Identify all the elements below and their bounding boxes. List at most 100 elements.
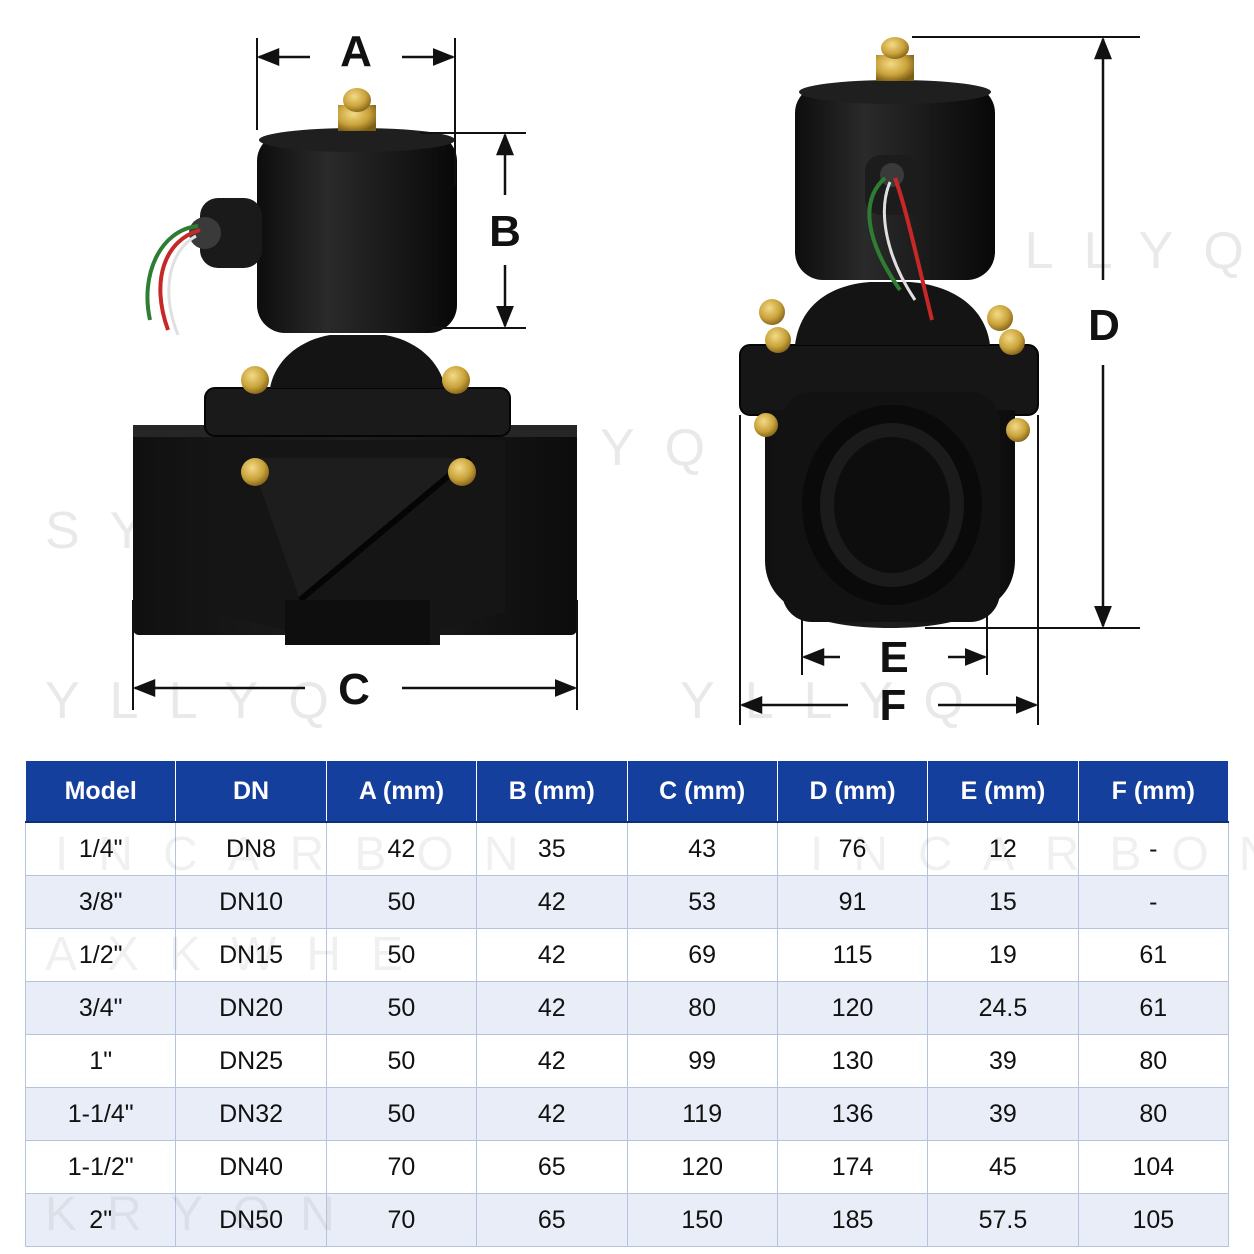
table-cell: 1/2" <box>24 928 177 982</box>
table-cell: 130 <box>776 1034 929 1088</box>
table-cell: 80 <box>1077 1087 1230 1141</box>
watermark: YQ <box>600 419 735 477</box>
table-cell: DN20 <box>175 981 327 1035</box>
table-cell: 15 <box>927 875 1079 929</box>
watermark: YLLYQ <box>45 672 359 730</box>
dimension-label-f: F <box>880 681 907 730</box>
table-cell: 42 <box>476 928 628 982</box>
table-cell: 69 <box>626 928 778 982</box>
table-cell: 104 <box>1077 1140 1230 1194</box>
dimension-e: E <box>801 560 988 682</box>
dimension-label-e: E <box>879 633 908 682</box>
table-cell: 35 <box>476 821 628 876</box>
table-cell: DN8 <box>175 821 327 876</box>
table-cell: 24.5 <box>927 981 1079 1035</box>
valve-dimension-diagram: YLLYQ YLLYQ SYQ YQ YLLYQ <box>45 27 1254 730</box>
watermark: YLLYQ <box>960 222 1254 280</box>
table-cell: DN50 <box>175 1193 327 1247</box>
dimension-c: C <box>132 600 578 714</box>
table-cell: 1-1/2" <box>24 1140 177 1194</box>
table-cell: 43 <box>626 821 778 876</box>
table-cell: 50 <box>325 875 478 929</box>
table-cell: 150 <box>626 1193 778 1247</box>
table-cell: 120 <box>626 1140 778 1194</box>
table-cell: 1-1/4" <box>24 1087 177 1141</box>
table-cell: 19 <box>927 928 1079 982</box>
column-header-d: D (mm) <box>776 760 929 823</box>
column-header-b: B (mm) <box>476 760 628 823</box>
valve-side-view <box>739 37 1039 628</box>
table-cell: 42 <box>476 1087 628 1141</box>
table-cell: 50 <box>325 1087 478 1141</box>
table-cell: - <box>1077 875 1230 929</box>
table-cell: 3/4" <box>24 981 177 1035</box>
table-cell: 61 <box>1077 928 1230 982</box>
table-cell: 91 <box>776 875 929 929</box>
table-cell: 42 <box>325 821 478 876</box>
dimension-f: F <box>739 415 1039 730</box>
column-header-f: F (mm) <box>1077 760 1230 823</box>
dimension-b: B <box>420 132 526 329</box>
column-header-a: A (mm) <box>325 760 478 823</box>
table-cell: 115 <box>776 928 929 982</box>
table-cell: DN10 <box>175 875 327 929</box>
dimension-label-d: D <box>1088 301 1120 350</box>
dimension-label-c: C <box>338 665 370 714</box>
table-cell: 57.5 <box>927 1193 1079 1247</box>
table-cell: 70 <box>325 1193 478 1247</box>
table-cell: - <box>1077 821 1230 876</box>
specification-table: Model DN A (mm) B (mm) C (mm) D (mm) E (… <box>24 760 1230 1247</box>
table-cell: DN40 <box>175 1140 327 1194</box>
column-header-dn: DN <box>175 760 327 823</box>
table-cell: 39 <box>927 1034 1079 1088</box>
table-cell: 65 <box>476 1140 628 1194</box>
column-header-model: Model <box>24 760 177 823</box>
table-cell: 50 <box>325 928 478 982</box>
table-cell: 120 <box>776 981 929 1035</box>
table-cell: 42 <box>476 1034 628 1088</box>
table-cell: 12 <box>927 821 1079 876</box>
table-cell: 1/4" <box>24 821 177 876</box>
dimension-label-a: A <box>340 27 372 76</box>
column-header-e: E (mm) <box>927 760 1079 823</box>
table-cell: 3/8" <box>24 875 177 929</box>
table-cell: 99 <box>626 1034 778 1088</box>
table-cell: 61 <box>1077 981 1230 1035</box>
column-header-c: C (mm) <box>626 760 778 823</box>
valve-front-view <box>133 88 577 645</box>
table-cell: DN32 <box>175 1087 327 1141</box>
dimension-label-b: B <box>489 207 521 256</box>
table-cell: DN25 <box>175 1034 327 1088</box>
table-cell: 185 <box>776 1193 929 1247</box>
table-cell: 42 <box>476 875 628 929</box>
table-cell: 50 <box>325 981 478 1035</box>
table-cell: DN15 <box>175 928 327 982</box>
watermark: YLLYQ <box>680 672 994 730</box>
table-cell: 45 <box>927 1140 1079 1194</box>
table-cell: 53 <box>626 875 778 929</box>
table-cell: 1" <box>24 1034 177 1088</box>
table-header-row: Model DN A (mm) B (mm) C (mm) D (mm) E (… <box>24 760 1230 823</box>
table-cell: 2" <box>24 1193 177 1247</box>
table-cell: 42 <box>476 981 628 1035</box>
table-cell: 76 <box>776 821 929 876</box>
table-cell: 136 <box>776 1087 929 1141</box>
table-cell: 50 <box>325 1034 478 1088</box>
table-cell: 105 <box>1077 1193 1230 1247</box>
table-cell: 80 <box>1077 1034 1230 1088</box>
dimension-d: D <box>912 36 1140 629</box>
table-cell: 70 <box>325 1140 478 1194</box>
table-cell: 119 <box>626 1087 778 1141</box>
table-cell: 174 <box>776 1140 929 1194</box>
dimension-a: A <box>256 27 456 185</box>
table-cell: 65 <box>476 1193 628 1247</box>
table-cell: 39 <box>927 1087 1079 1141</box>
